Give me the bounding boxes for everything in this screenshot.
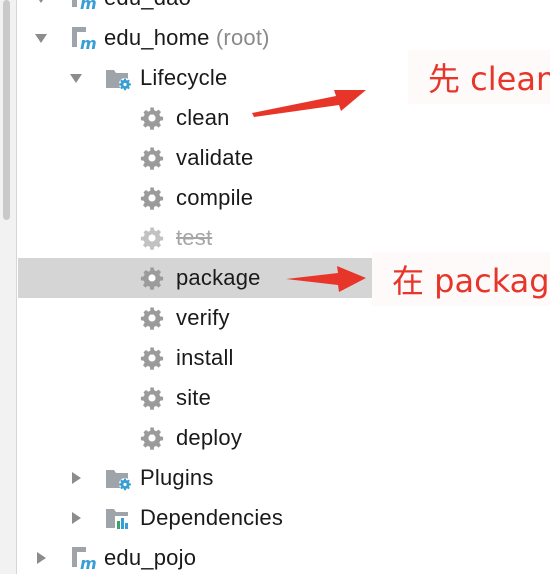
phase-row-compile[interactable]: compile — [18, 178, 550, 218]
chevron-down-icon[interactable] — [34, 31, 48, 45]
phase-row-site[interactable]: site — [18, 378, 550, 418]
gear-icon — [140, 386, 164, 410]
gear-icon — [140, 346, 164, 370]
phase-label-skipped: test — [176, 225, 213, 250]
annotation-package: 在 packag — [372, 252, 550, 306]
gear-icon — [140, 226, 164, 250]
tree-scrollbar[interactable] — [0, 0, 17, 574]
phase-label: site — [176, 385, 212, 410]
phase-label: compile — [176, 185, 254, 210]
lifecycle-label: Lifecycle — [140, 65, 228, 90]
tree-row-edu-dao[interactable]: edu_dao — [18, 0, 550, 18]
phase-label: validate — [176, 145, 254, 170]
gear-icon — [140, 146, 164, 170]
gear-icon — [140, 106, 164, 130]
phase-row-clean[interactable]: clean — [18, 98, 550, 138]
dependencies-label: Dependencies — [140, 505, 284, 530]
module-label: edu_home (root) — [104, 18, 270, 58]
tree-row-dependencies[interactable]: Dependencies — [18, 498, 550, 538]
plugins-folder-icon — [104, 464, 132, 492]
lifecycle-folder-icon — [104, 64, 132, 92]
dependencies-icon — [104, 504, 132, 532]
gear-icon — [140, 426, 164, 450]
tree-row-lifecycle[interactable]: Lifecycle — [18, 58, 550, 98]
gear-icon — [140, 266, 164, 290]
plugins-label: Plugins — [140, 465, 214, 490]
module-label: edu_pojo — [104, 545, 197, 570]
phase-label: verify — [176, 305, 230, 330]
module-label: edu_dao — [104, 0, 191, 18]
phase-label: install — [176, 345, 234, 370]
phase-label: deploy — [176, 425, 243, 450]
tree-row-plugins[interactable]: Plugins — [18, 458, 550, 498]
chevron-down-icon[interactable] — [34, 0, 48, 5]
module-name: edu_home — [104, 25, 210, 50]
scrollbar-thumb[interactable] — [3, 0, 10, 220]
tree-row-edu-pojo[interactable]: edu_pojo — [18, 538, 550, 574]
phase-label: package — [176, 265, 261, 290]
chevron-right-icon[interactable] — [34, 551, 48, 565]
maven-module-icon — [70, 0, 98, 12]
chevron-right-icon[interactable] — [69, 471, 83, 485]
phase-row-deploy[interactable]: deploy — [18, 418, 550, 458]
chevron-right-icon[interactable] — [69, 511, 83, 525]
maven-module-icon — [70, 544, 98, 572]
phase-row-install[interactable]: install — [18, 338, 550, 378]
phase-label: clean — [176, 105, 230, 130]
gear-icon — [140, 186, 164, 210]
maven-module-icon — [70, 24, 98, 52]
phase-row-test[interactable]: test — [18, 218, 550, 258]
annotation-clean: 先 clean — [408, 50, 550, 104]
phase-row-verify[interactable]: verify — [18, 298, 550, 338]
phase-row-validate[interactable]: validate — [18, 138, 550, 178]
tree-row-edu-home[interactable]: edu_home (root) — [18, 18, 550, 58]
chevron-down-icon[interactable] — [69, 71, 83, 85]
gear-icon — [140, 306, 164, 330]
root-suffix: (root) — [215, 25, 270, 50]
